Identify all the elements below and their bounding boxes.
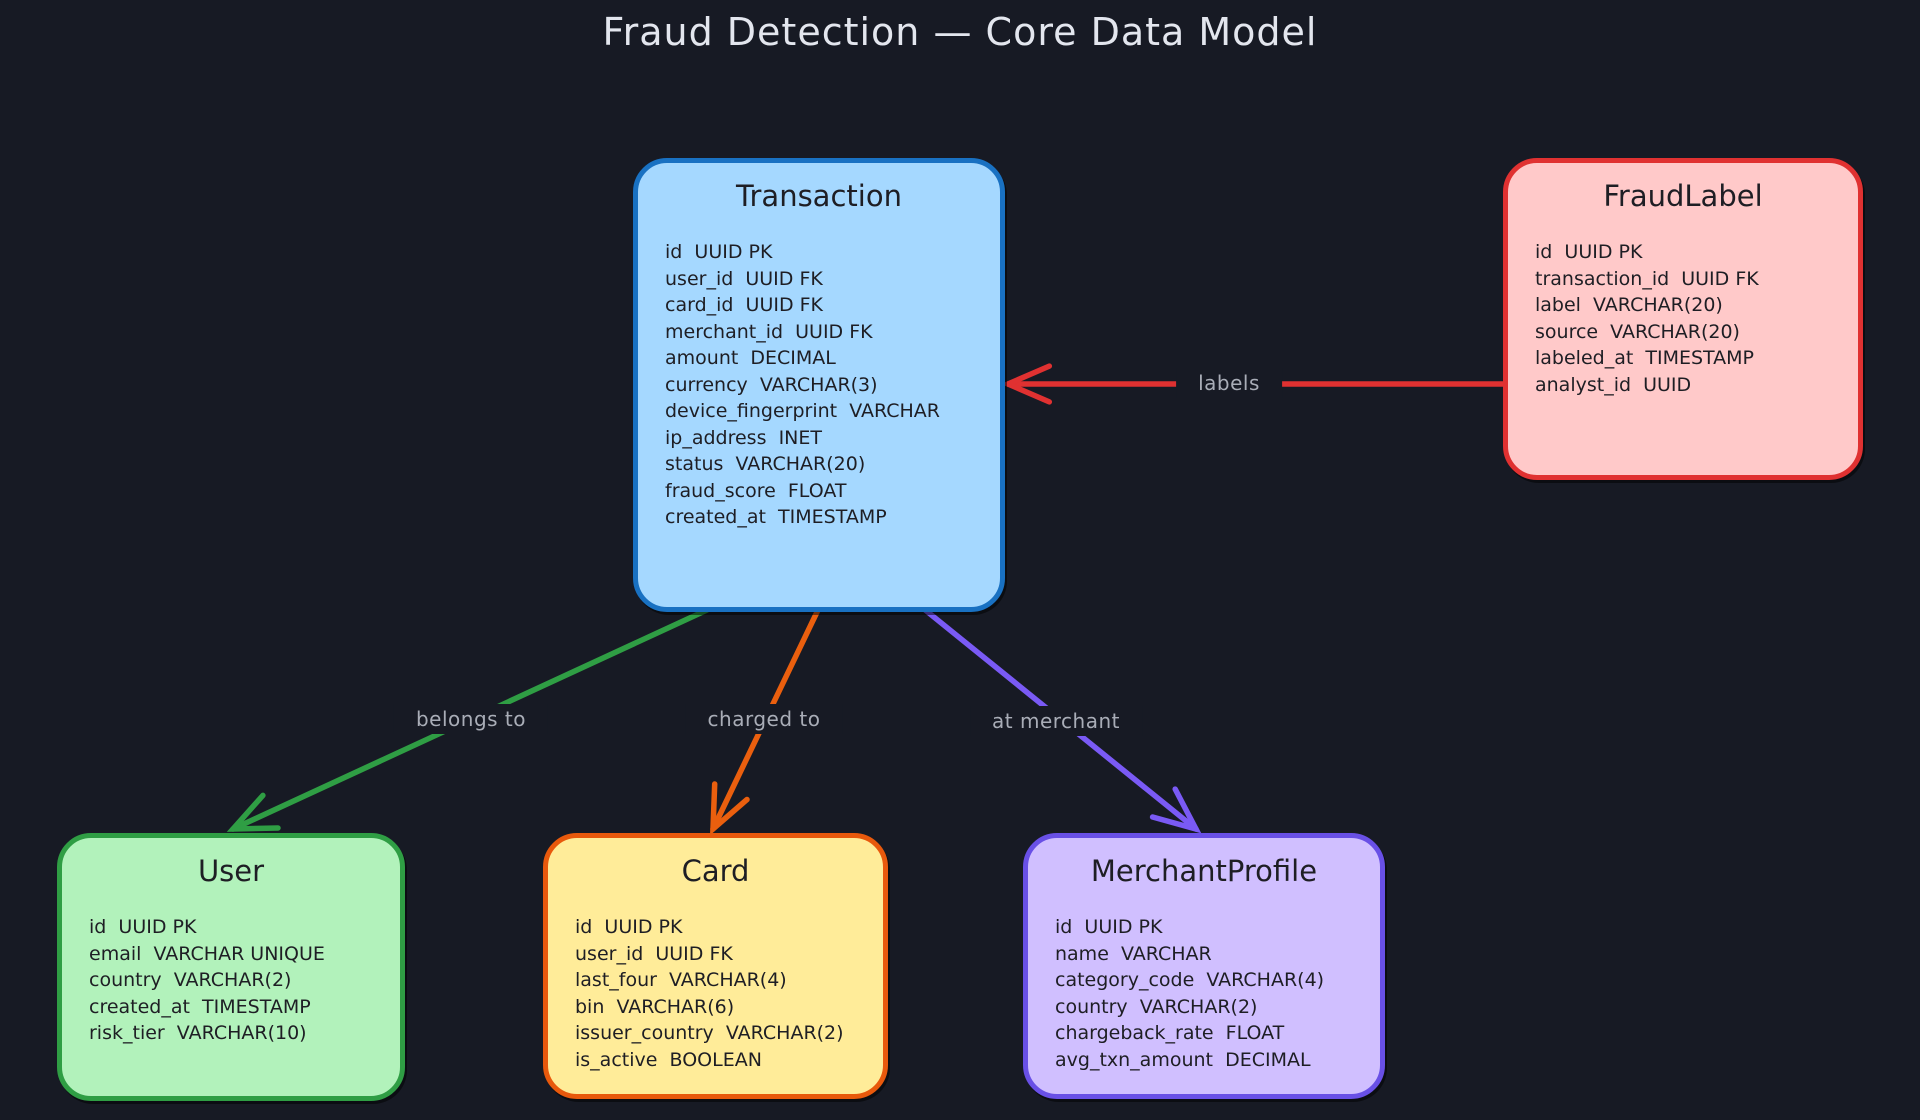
entity-title: FraudLabel: [1603, 179, 1763, 213]
entity-field: created_at TIMESTAMP: [665, 506, 887, 528]
entity-field: id UUID PK: [665, 241, 773, 263]
arrowhead-charged-to: [710, 781, 750, 836]
entity-field: country VARCHAR(2): [1055, 995, 1258, 1018]
entity-field: id UUID PK: [1535, 241, 1643, 263]
relationship-label-belongs-to[interactable]: belongs to: [393, 704, 549, 734]
entity-field-list: id UUID PK user_id UUID FK card_id UUID FK…: [665, 239, 1000, 531]
entity-field: id UUID PK: [89, 916, 197, 938]
entity-field: user_id UUID FK: [575, 942, 733, 965]
entity-field: merchant_id UUID FK: [665, 320, 873, 343]
entity-field: status VARCHAR(20): [665, 453, 866, 475]
entity-transaction[interactable]: Transaction id UUID PK user_id UUID FK car…: [633, 158, 1005, 612]
relationship-label-labels[interactable]: labels: [1176, 368, 1282, 398]
entity-user[interactable]: User id UUID PK email VARCHAR UNIQUE count…: [57, 833, 405, 1101]
entity-title: Transaction: [736, 179, 902, 213]
entity-field: last_four VARCHAR(4): [575, 969, 787, 991]
entity-field: issuer_country VARCHAR(2): [575, 1022, 844, 1044]
entity-merchant-profile[interactable]: MerchantProfile id UUID PK name VARCHAR ca…: [1023, 833, 1385, 1099]
entity-field: is_active BOOLEAN: [575, 1048, 762, 1071]
entity-field: created_at TIMESTAMP: [89, 995, 311, 1018]
entity-field: labeled_at TIMESTAMP: [1535, 347, 1755, 369]
entity-field: source VARCHAR(20): [1535, 320, 1740, 343]
entity-field: bin VARCHAR(6): [575, 995, 735, 1018]
entity-field: id UUID PK: [1055, 916, 1163, 938]
entity-field: ip_address INET: [665, 426, 822, 449]
entity-fraud-label[interactable]: FraudLabel id UUID PK transaction_id UUID…: [1503, 158, 1863, 480]
relationship-label-at-merchant[interactable]: at merchant: [970, 706, 1142, 736]
entity-card[interactable]: Card id UUID PK user_id UUID FK last_four …: [543, 833, 888, 1099]
entity-field: amount DECIMAL: [665, 347, 836, 369]
entity-field-list: id UUID PK name VARCHAR category_code VARC…: [1055, 914, 1380, 1073]
entity-field: currency VARCHAR(3): [665, 373, 878, 396]
entity-field: category_code VARCHAR(4): [1055, 969, 1325, 991]
entity-field-list: id UUID PK email VARCHAR UNIQUE country VA…: [89, 914, 400, 1047]
arrowhead-at-merchant: [1149, 786, 1202, 834]
entity-field: avg_txn_amount DECIMAL: [1055, 1048, 1311, 1071]
entity-field: email VARCHAR UNIQUE: [89, 942, 325, 965]
diagram-title[interactable]: Fraud Detection — Core Data Model: [602, 10, 1318, 54]
arrowhead-belongs-to: [226, 792, 281, 832]
entity-field: risk_tier VARCHAR(10): [89, 1022, 307, 1044]
relationship-label-charged-to[interactable]: charged to: [685, 704, 843, 734]
entity-field: analyst_id UUID: [1535, 373, 1692, 396]
entity-field: user_id UUID FK: [665, 267, 823, 290]
entity-title: MerchantProfile: [1090, 854, 1318, 888]
arrowhead-labels: [1001, 363, 1053, 405]
entity-field: fraud_score FLOAT: [665, 479, 847, 502]
entity-field: name VARCHAR: [1055, 942, 1212, 965]
entity-field-list: id UUID PK user_id UUID FK last_four VARCH…: [575, 914, 883, 1073]
entity-field: card_id UUID FK: [665, 294, 824, 316]
entity-field: chargeback_rate FLOAT: [1055, 1022, 1285, 1044]
entity-field: device_fingerprint VARCHAR: [665, 400, 940, 422]
entity-field: label VARCHAR(20): [1535, 294, 1723, 316]
entity-title: User: [197, 854, 265, 888]
entity-title: Card: [681, 854, 750, 888]
entity-field: country VARCHAR(2): [89, 969, 292, 991]
entity-field: id UUID PK: [575, 916, 683, 938]
entity-field: transaction_id UUID FK: [1535, 267, 1759, 290]
entity-field-list: id UUID PK transaction_id UUID FK label VA…: [1535, 239, 1858, 398]
